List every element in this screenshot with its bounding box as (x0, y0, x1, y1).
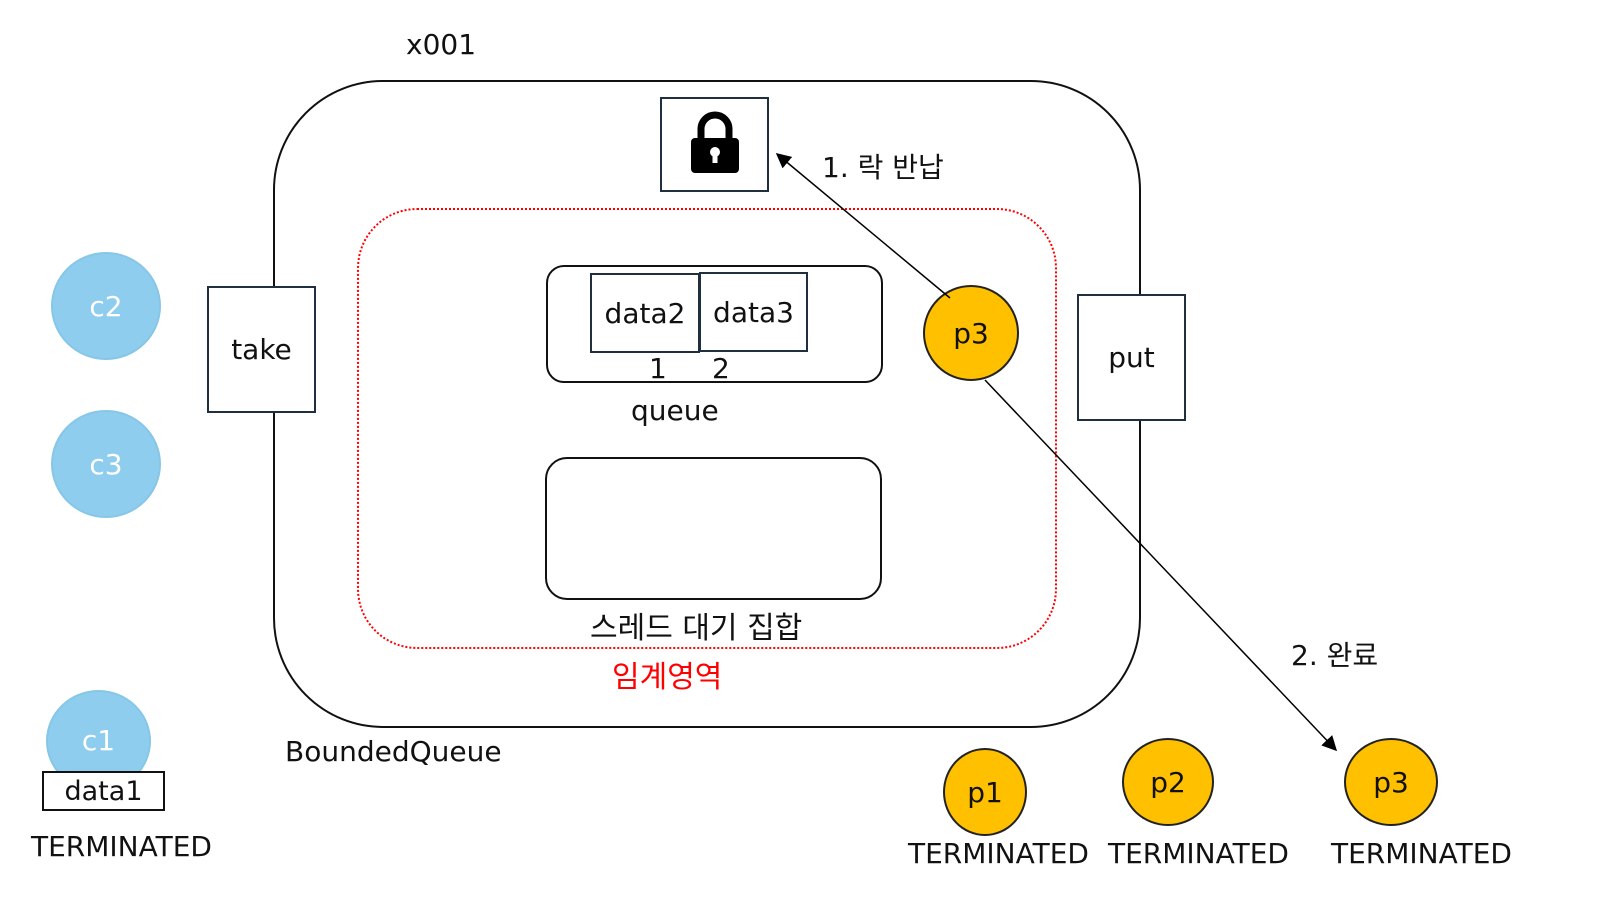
queue-index: 1 (649, 352, 667, 385)
critical-section-label: 임계영역 (612, 660, 723, 695)
monitor-title: x001 (406, 28, 477, 61)
p2-state: TERMINATED (1108, 837, 1289, 870)
consumer-c2: c2 (51, 252, 161, 360)
producer-p2: p2 (1122, 738, 1214, 826)
arrow-complete (984, 379, 1338, 752)
queue-item-value: data2 (604, 296, 686, 330)
c1-data-box: data1 (42, 771, 165, 811)
wait-set-container (545, 457, 882, 600)
lock-box (660, 97, 769, 192)
producer-p3-active: p3 (923, 285, 1019, 381)
p3-state: TERMINATED (1331, 837, 1512, 870)
step2-label: 2. 완료 (1291, 639, 1379, 672)
take-method-box: take (207, 286, 316, 413)
consumer-c3: c3 (51, 410, 161, 518)
queue-item-value: data3 (713, 295, 794, 329)
bounded-queue-label: BoundedQueue (285, 735, 502, 768)
producer-p3: p3 (1344, 738, 1438, 826)
queue-item: data3 (699, 272, 808, 352)
queue-label: queue (631, 394, 719, 427)
p1-state: TERMINATED (908, 837, 1089, 870)
put-method-box: put (1077, 294, 1186, 421)
producer-p1: p1 (943, 748, 1027, 836)
wait-set-label: 스레드 대기 집합 (590, 611, 803, 646)
step1-label: 1. 락 반납 (822, 151, 944, 184)
critical-section (357, 208, 1057, 649)
lock-icon (687, 111, 743, 179)
put-label: put (1108, 341, 1155, 374)
queue-index: 2 (712, 352, 730, 385)
c1-state: TERMINATED (31, 830, 212, 863)
take-label: take (231, 333, 292, 366)
arrow-lock-return (775, 153, 951, 299)
queue-container (546, 265, 883, 383)
queue-item: data2 (590, 273, 700, 353)
